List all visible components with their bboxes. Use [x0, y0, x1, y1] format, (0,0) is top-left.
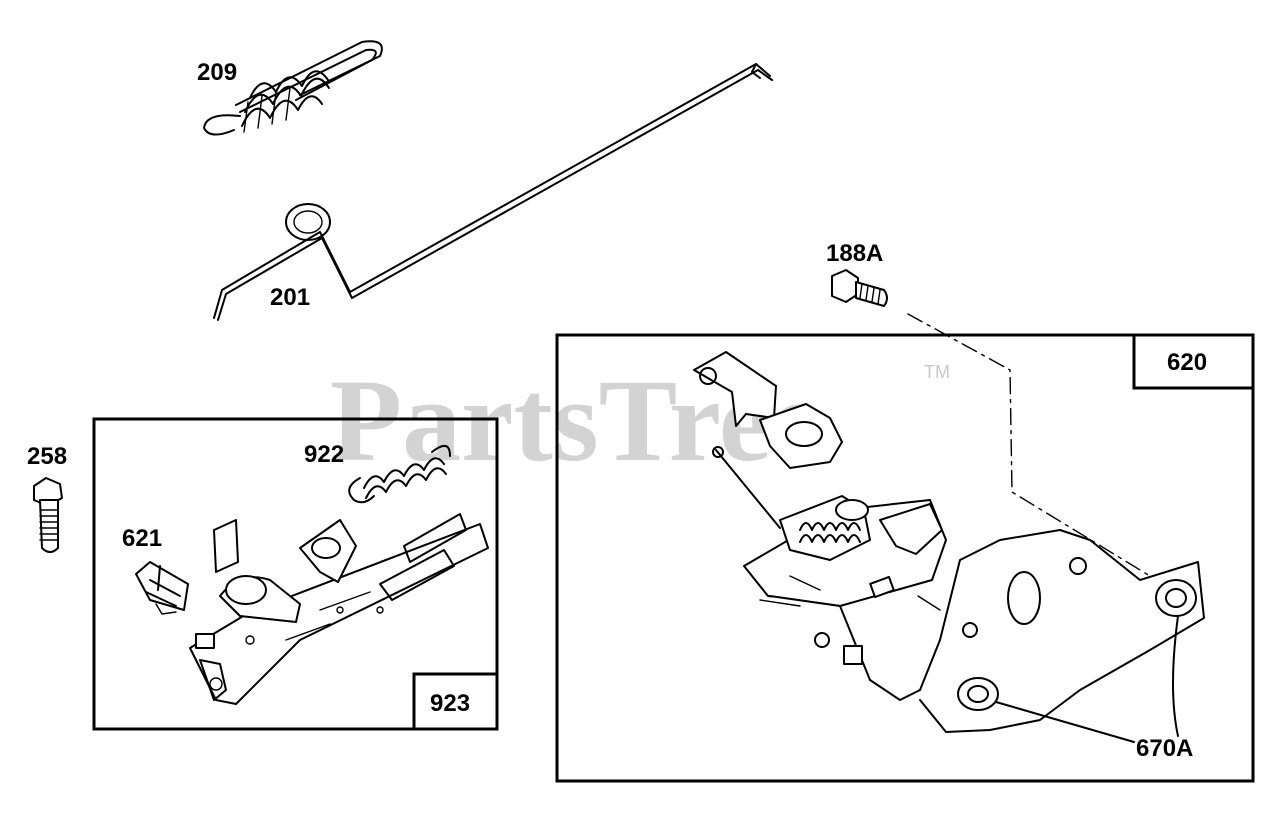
watermark-trademark: TM [924, 362, 950, 382]
kit-box-620 [555, 333, 1255, 783]
control-bracket-assembly-icon[interactable] [693, 351, 1205, 743]
callout-188A: 188A [826, 240, 883, 267]
spring-icon[interactable] [348, 445, 451, 504]
callout-258: 258 [27, 443, 67, 470]
callout-621: 621 [122, 525, 162, 552]
callout-201: 201 [270, 284, 310, 311]
link-rod-icon[interactable] [213, 63, 773, 321]
spring-icon[interactable] [203, 40, 383, 136]
kit-box-923 [92, 417, 499, 731]
callout-923: 923 [430, 690, 470, 717]
clip-icon[interactable] [135, 561, 189, 615]
callout-922: 922 [304, 441, 344, 468]
governor-control-plate-icon[interactable] [189, 513, 489, 705]
callout-209: 209 [197, 59, 237, 86]
callout-620: 620 [1167, 349, 1207, 376]
bolt-icon[interactable] [33, 477, 63, 553]
screw-icon[interactable] [831, 269, 1151, 577]
callout-labels: 209 201 188A 258 922 621 923 620 670A [27, 59, 1207, 762]
callout-670A: 670A [1136, 735, 1193, 762]
